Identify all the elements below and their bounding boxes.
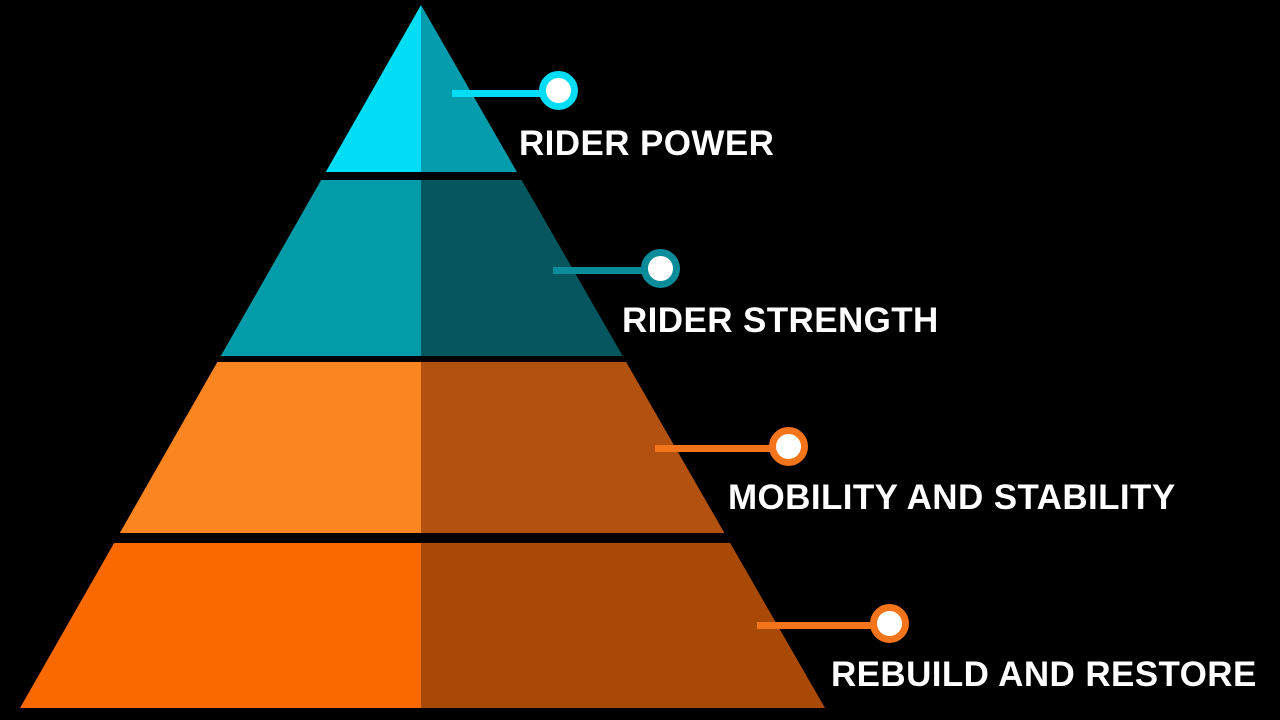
ring-dot-icon[interactable] — [539, 71, 578, 110]
ring-dot-icon[interactable] — [870, 604, 909, 643]
pyramid-tier-1-right[interactable] — [421, 5, 517, 172]
callout-label-tier-1: RIDER POWER — [519, 124, 775, 163]
pyramid-tier-2-right[interactable] — [421, 180, 623, 356]
pyramid-tier-2-left[interactable] — [220, 180, 421, 356]
pyramid-tier-1-left[interactable] — [325, 5, 421, 172]
callout-label-tier-4: REBUILD AND RESTORE — [831, 655, 1257, 694]
pyramid-tier-3-left[interactable] — [119, 362, 421, 533]
callout-label-tier-3: MOBILITY AND STABILITY — [728, 478, 1176, 517]
callout-label-tier-2: RIDER STRENGTH — [622, 301, 939, 340]
pyramid-tier-3-right[interactable] — [421, 362, 725, 533]
callout-connector-line-3 — [655, 445, 780, 452]
callout-connector-line-2 — [553, 267, 653, 274]
pyramid-tier-4-left[interactable] — [20, 543, 421, 708]
ring-dot-icon[interactable] — [769, 427, 808, 466]
callout-connector-line-1 — [452, 90, 552, 97]
callout-connector-line-4 — [757, 622, 882, 629]
pyramid-tier-4-right[interactable] — [421, 543, 825, 708]
ring-dot-icon[interactable] — [641, 249, 680, 288]
